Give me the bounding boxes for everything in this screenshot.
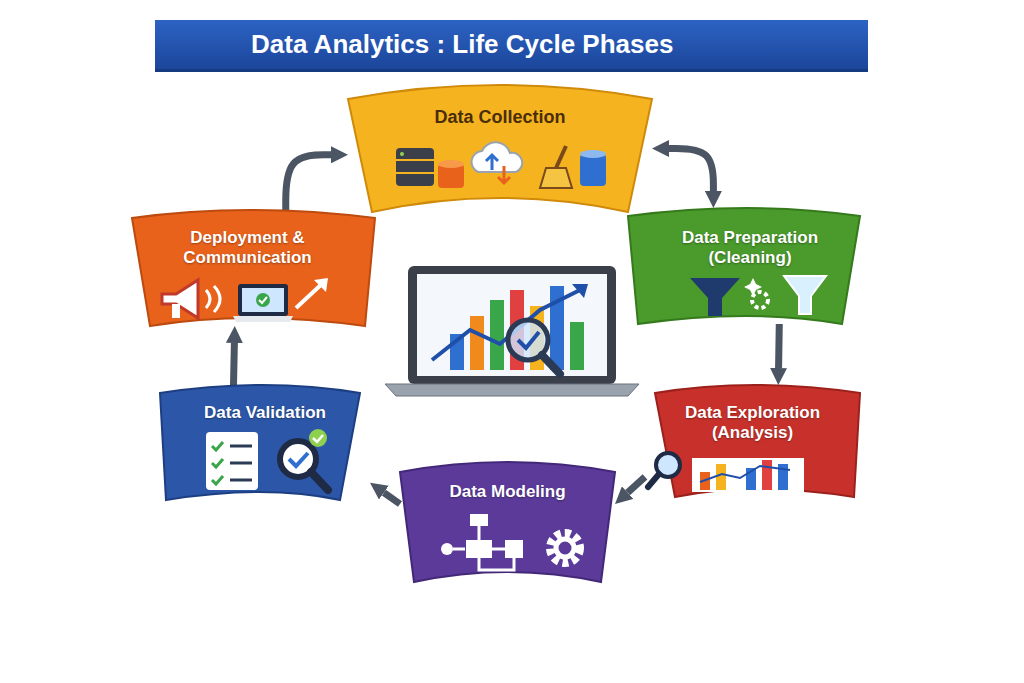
- band-outline: [348, 85, 652, 212]
- band-outline: [400, 462, 615, 582]
- cycle-arrow: [669, 149, 713, 192]
- title: Data Analytics : Life Cycle Phases: [155, 20, 868, 69]
- laptop-illustration: [385, 266, 639, 396]
- phase-label: Data Preparation (Cleaning): [628, 228, 872, 269]
- phase-band: Data Preparation (Cleaning): [628, 208, 872, 324]
- cycle-arrow: [628, 477, 645, 493]
- phase-label: Data Modeling: [400, 482, 615, 502]
- cycle-arrow: [384, 493, 400, 504]
- phase-band: Data Modeling: [400, 462, 615, 582]
- phase-label: Data Exploration (Analysis): [645, 403, 860, 444]
- band-shape: [160, 385, 370, 500]
- phase-label: Data Collection: [348, 107, 652, 129]
- phase-label: Data Validation: [160, 403, 370, 423]
- cycle-arrow: [230, 343, 238, 385]
- phase-band: Data Validation: [160, 385, 370, 500]
- analysis-icons: [648, 453, 804, 492]
- band-shape: [400, 462, 615, 582]
- cycle-arrow: [775, 324, 783, 368]
- phase-label: Deployment & Communication: [120, 228, 375, 269]
- band-outline: [160, 385, 360, 500]
- cycle-arrow: [286, 155, 331, 210]
- title-bar: Data Analytics : Life Cycle Phases: [155, 20, 868, 72]
- band-outline: [132, 210, 375, 326]
